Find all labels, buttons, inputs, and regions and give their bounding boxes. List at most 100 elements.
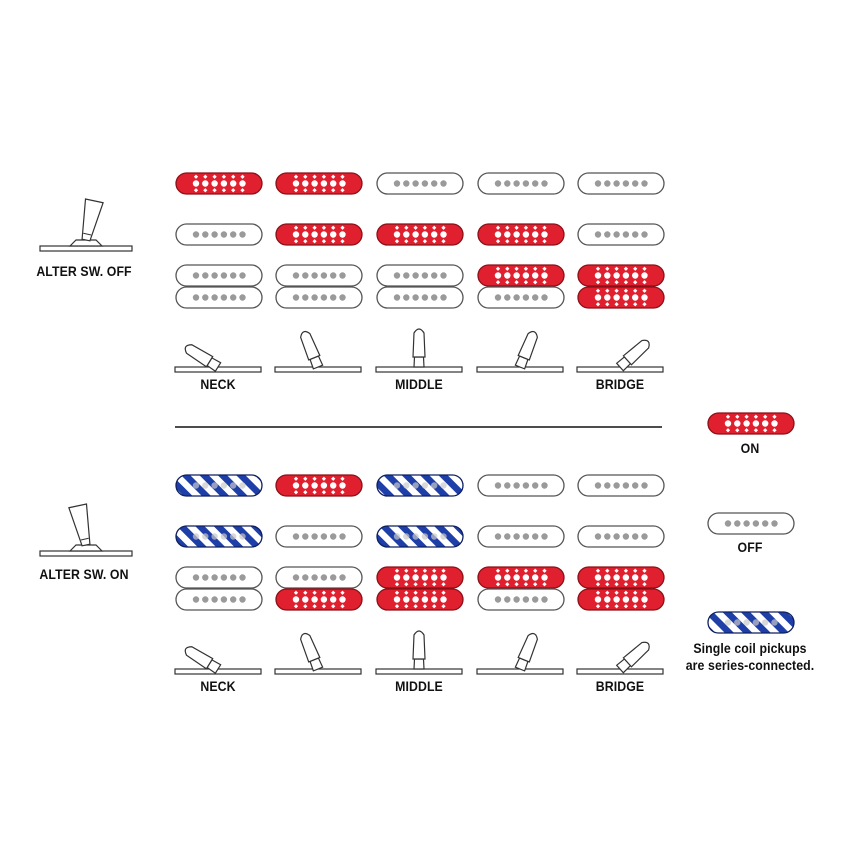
pole-marker [595,288,601,293]
pole-piece [771,619,778,626]
pole-piece [594,533,602,540]
pole-piece [541,294,548,301]
pole-piece [724,420,732,427]
pole-marker [623,302,629,307]
lever-tip-icon [184,646,214,670]
pole-piece [239,574,246,581]
pole-marker [293,604,299,609]
pole-piece [330,180,337,187]
pole-marker [293,590,299,595]
toggle-plate [39,245,133,252]
pole-marker [432,590,437,595]
pole-piece [532,574,539,581]
pole-marker [495,225,501,230]
pole-piece [724,619,732,626]
pickup-middle-s1-p1 [175,223,263,246]
switch-plate [476,366,564,373]
pickup-body [577,264,665,287]
pole-piece [532,596,539,603]
pole-piece [622,574,630,581]
pickup-body [376,223,464,246]
pole-marker [331,476,336,481]
pickup-neck-s1-p4 [477,172,565,195]
pole-piece [239,294,246,301]
pickup-neck-s2-p4 [477,474,565,497]
pole-marker [763,428,768,433]
pole-piece [440,272,447,279]
pole-marker [321,239,327,244]
pole-marker [763,414,768,419]
pole-piece [292,482,300,489]
pole-piece [320,482,328,489]
lever-tip-icon [300,330,321,361]
pole-piece [330,482,337,489]
pole-piece [541,533,548,540]
pole-marker [404,239,409,244]
selector-switch-s1-p2-icon [274,330,362,373]
pole-piece [522,482,530,489]
pole-marker [413,590,418,595]
pole-marker [505,568,510,573]
pole-marker [432,582,437,587]
pickup-body [175,286,263,309]
selector-switch-s1-p5-icon [576,339,664,373]
pickup-body [577,223,665,246]
switch-plate [375,366,463,373]
pickup-middle-s1-p2 [275,223,363,246]
pole-marker [772,428,777,433]
pole-piece [494,533,502,540]
pole-marker [203,174,208,179]
pole-marker [605,590,610,595]
pole-marker [422,590,428,595]
pole-piece [494,272,502,279]
pole-piece [239,533,246,540]
pole-marker [413,239,418,244]
pole-piece [211,231,218,238]
pole-piece [311,482,318,489]
pickup-body [376,286,464,309]
pole-marker [614,266,619,271]
selector-switch-s1-p3-icon [375,328,463,373]
pole-piece [613,533,620,540]
pole-piece [421,596,429,603]
pole-piece [421,180,429,187]
pole-marker [605,568,610,573]
pole-marker [331,225,336,230]
pickup-neck-s2-p5 [577,474,665,497]
pole-marker [633,266,638,271]
pole-piece [403,574,410,581]
pole-piece [339,533,346,540]
pole-marker [193,174,199,179]
pickup-body [376,474,464,497]
pickups-layer [175,172,665,611]
pole-marker [633,568,638,573]
pole-marker [514,582,519,587]
pickup-middle-s2-p4 [477,525,565,548]
pole-piece [230,294,237,301]
legend-on-pickup [707,412,795,435]
pole-piece [632,272,639,279]
pole-marker [533,225,538,230]
pole-piece [613,574,620,581]
pole-piece [734,420,741,427]
pole-marker [432,568,437,573]
pole-piece [641,533,648,540]
pole-piece [412,180,419,187]
pickup-middle-s1-p4 [477,223,565,246]
pole-marker [633,582,638,587]
pickup-body [376,172,464,195]
pole-piece [330,272,337,279]
pole-piece [403,272,410,279]
pickup-bridge-upper-s1-p4 [477,264,565,287]
pole-piece [743,619,750,626]
pickup-body [275,588,363,611]
pole-piece [393,231,401,238]
pole-piece [613,272,620,279]
legend-series-pickup [707,611,795,634]
pole-piece [412,574,419,581]
pole-marker [340,590,345,595]
lever-tip-icon [300,632,321,663]
pole-marker [394,590,400,595]
pole-marker [744,428,749,433]
